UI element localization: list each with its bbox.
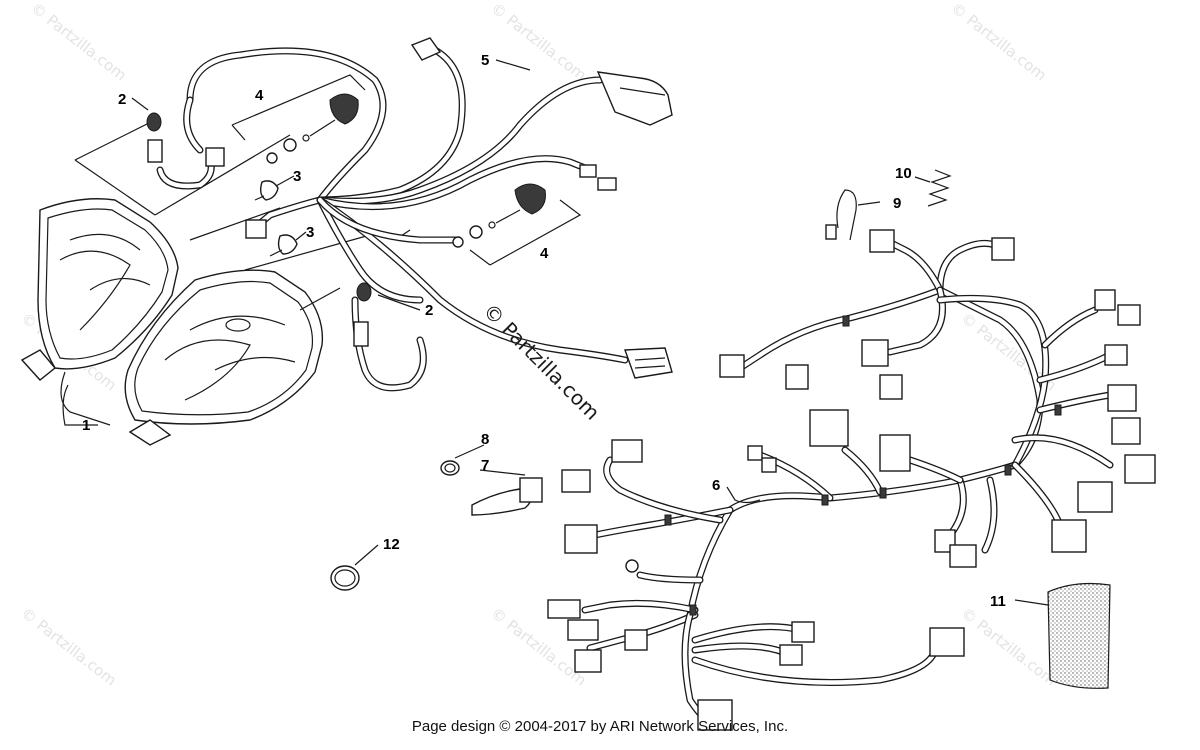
headlight-harness (156, 37, 673, 392)
callout-4-lower: 4 (540, 245, 549, 262)
watermark: © Partzilla.com (948, 0, 1050, 84)
callout-1: 1 (82, 417, 90, 434)
center-watermark: © Partzilla.com (478, 299, 604, 425)
callout-9: 9 (893, 195, 901, 212)
adjuster-lower (452, 183, 546, 248)
watermark: © Partzilla.com (28, 0, 130, 84)
callout-7: 7 (481, 457, 489, 474)
watermark: © Partzilla.com (18, 604, 120, 689)
leader-lines (62, 59, 1049, 606)
wire-pin (825, 189, 857, 241)
callout-labels: 1 2 2 3 3 4 4 5 6 7 8 9 10 11 12 (82, 52, 1006, 610)
watermark: © Partzilla.com (958, 604, 1060, 689)
callout-3-upper: 3 (293, 168, 301, 185)
callout-11: 11 (990, 593, 1006, 610)
spring (927, 169, 952, 207)
bulb-upper (254, 180, 279, 201)
socket-bulb-lower (353, 282, 372, 347)
callout-6: 6 (712, 477, 720, 494)
protective-sleeve (1047, 582, 1111, 689)
callout-5: 5 (481, 52, 489, 69)
socket-bulb-upper (146, 112, 225, 167)
callout-2-upper: 2 (118, 91, 126, 108)
dielectric-plug (471, 477, 543, 516)
assembly-guide-lines (74, 74, 582, 311)
main-harness (547, 229, 1156, 731)
callout-12: 12 (383, 536, 400, 553)
callout-2-lower: 2 (425, 302, 433, 319)
adjuster-upper (266, 93, 359, 164)
bulb-lower (269, 234, 298, 257)
hose-clamp (330, 565, 360, 591)
watermark: © Partzilla.com (488, 0, 590, 84)
callout-8: 8 (481, 431, 489, 448)
callout-10: 10 (895, 165, 912, 182)
callout-4-upper: 4 (255, 87, 264, 104)
headlight-assembly (20, 198, 324, 446)
callout-3-lower: 3 (306, 224, 314, 241)
grommet-ring (440, 460, 460, 476)
page-footer-copyright: Page design © 2004-2017 by ARI Network S… (411, 718, 789, 735)
